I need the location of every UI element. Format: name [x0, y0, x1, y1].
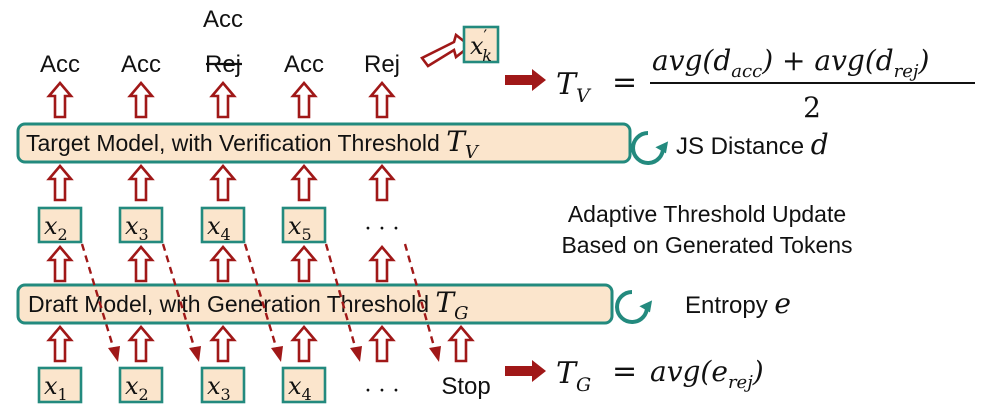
draft-model: Draft Model, with Generation Threshold T… [16, 283, 614, 325]
target-input-arrow-2 [128, 164, 154, 202]
verify-label-1: Acc [40, 51, 80, 78]
verification-labels: Acc Acc Rej Acc Acc Rej [40, 6, 400, 78]
target-output-arrow-5 [369, 81, 395, 119]
tv-numerator: avg(dacc) + avg(drej) [652, 44, 929, 82]
tv-formula-arrow [505, 69, 546, 91]
verify-label-4: Acc [284, 51, 324, 78]
input-token-ellipsis: · · · [365, 379, 400, 404]
target-input-arrow-5 [369, 164, 395, 202]
tg-formula-arrow [505, 360, 546, 382]
replacement-token-symbol: x′k [470, 26, 492, 65]
input-token-3: x3 [207, 372, 231, 404]
draft-token-box-1 [37, 206, 83, 244]
draft-token-3: x4 [207, 212, 231, 244]
input-token-box-2 [118, 366, 164, 404]
draft-token-4: x5 [288, 212, 312, 244]
draft-token-box-3 [200, 206, 246, 244]
tg-formula: TG = avg(erej) [505, 354, 764, 396]
draft-token-box-2 [118, 206, 164, 244]
draft-token-1: x2 [44, 212, 68, 244]
stop-label: Stop [441, 373, 490, 400]
draft-model-label: Draft Model, with Generation Threshold T… [28, 286, 468, 324]
input-token-box-1 [37, 366, 83, 404]
input-token-row: x1 x2 x3 x4 · · · Stop [37, 366, 491, 404]
tg-rhs: avg(erej) [650, 355, 764, 393]
draft-token-2: x3 [125, 212, 149, 244]
target-model-box [16, 122, 632, 164]
feedback-arrow-2 [161, 243, 197, 351]
draft-loop: Entropy e [615, 287, 791, 324]
target-input-arrows [47, 164, 395, 202]
update-note: Adaptive Threshold Update Based on Gener… [561, 201, 852, 258]
feedback-arrow-3 [243, 243, 279, 351]
tv-lhs: TV [556, 67, 592, 107]
tg-equals: = [612, 354, 637, 389]
replacement-token: x′k [462, 25, 500, 65]
draft-input-arrow-4 [291, 325, 317, 363]
draft-input-arrow-1 [47, 325, 73, 363]
draft-output-arrows [47, 245, 395, 283]
replacement-token-box [462, 25, 500, 64]
draft-output-arrow-2 [128, 245, 154, 283]
corrected-label: Acc [203, 6, 243, 33]
target-output-arrow-1 [47, 81, 73, 119]
target-model-label: Target Model, with Verification Threshol… [26, 125, 480, 163]
update-note-line-2: Based on Generated Tokens [561, 232, 852, 258]
verify-label-5: Rej [364, 51, 400, 78]
feedback-arrow-1 [80, 243, 116, 351]
draft-token-ellipsis: · · · [365, 217, 400, 242]
draft-input-arrow-5 [369, 325, 395, 363]
target-input-arrow-4 [291, 164, 317, 202]
target-output-arrows [47, 81, 395, 119]
target-output-arrow-3 [210, 81, 236, 119]
feedback-arrows [80, 243, 441, 362]
draft-output-arrow-5 [369, 245, 395, 283]
input-token-2: x2 [125, 372, 149, 404]
draft-output-arrow-1 [47, 245, 73, 283]
input-token-4: x4 [288, 372, 312, 404]
draft-loop-icon [615, 290, 650, 324]
input-token-box-3 [200, 366, 246, 404]
draft-output-arrow-4 [291, 245, 317, 283]
input-token-box-4 [281, 366, 327, 404]
target-loop: JS Distance d [631, 128, 829, 165]
target-loop-icon [631, 131, 666, 165]
draft-loop-label: Entropy e [685, 287, 791, 320]
tv-equals: = [612, 65, 637, 100]
target-input-arrow-3 [210, 164, 236, 202]
draft-output-arrow-3 [210, 245, 236, 283]
draft-input-arrow-3 [210, 325, 236, 363]
tv-formula: TV = avg(dacc) + avg(drej) 2 [505, 44, 975, 124]
draft-input-arrows [47, 325, 474, 363]
target-model: Target Model, with Verification Threshol… [16, 122, 632, 164]
draft-input-arrow-6 [448, 325, 474, 363]
target-input-arrow-1 [47, 164, 73, 202]
tv-denominator: 2 [803, 91, 821, 124]
draft-input-arrow-2 [128, 325, 154, 363]
target-output-arrow-2 [128, 81, 154, 119]
draft-token-box-4 [281, 206, 327, 244]
target-loop-label: JS Distance d [676, 128, 829, 161]
draft-model-box [16, 283, 614, 325]
verify-label-2: Acc [121, 51, 161, 78]
feedback-arrow-4 [324, 243, 358, 351]
draft-token-row: x2 x3 x4 x5 · · · [37, 206, 400, 244]
input-token-1: x1 [44, 372, 68, 404]
feedback-arrow-5 [403, 243, 437, 351]
update-note-line-1: Adaptive Threshold Update [568, 201, 846, 227]
tg-lhs: TG [556, 356, 591, 396]
target-output-arrow-4 [291, 81, 317, 119]
